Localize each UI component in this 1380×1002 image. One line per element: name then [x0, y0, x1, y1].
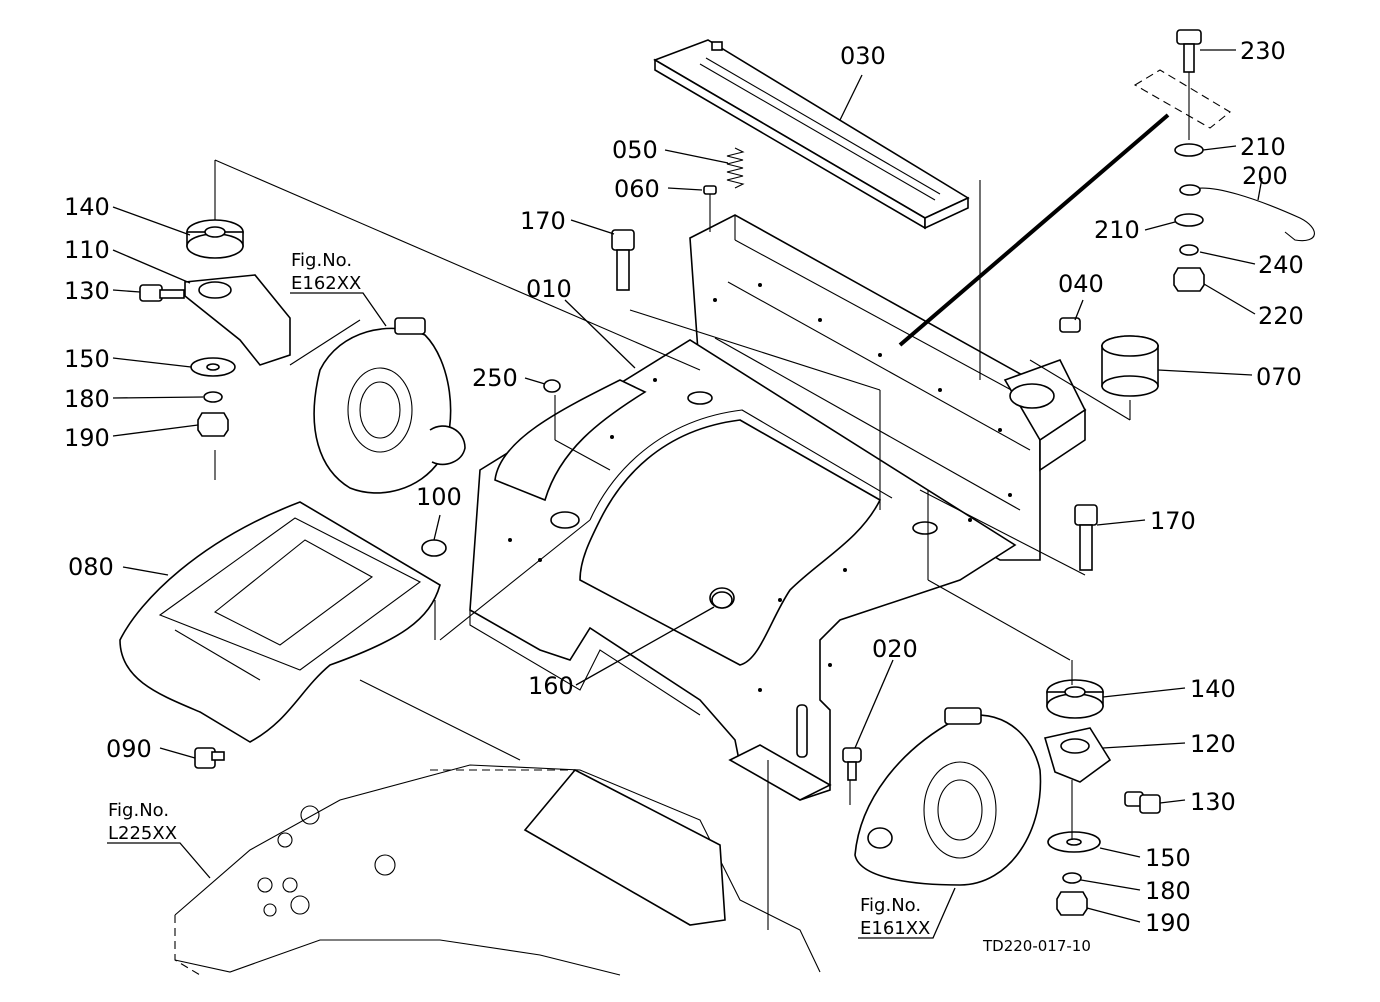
housing-e161 [854, 707, 1042, 886]
housing-e162 [313, 317, 466, 494]
fig-ref-e162-line2: E162XX [291, 273, 361, 294]
callout-140: 140 [64, 193, 110, 221]
part-030-top-plate [653, 39, 970, 230]
part-010-main-frame [469, 214, 1087, 801]
right-mount-stack [1043, 679, 1161, 916]
callout-050: 050 [612, 136, 658, 164]
figure-references: Fig.No. E162XX Fig.No. L225XX Fig.No. E1… [108, 250, 930, 939]
hardware-top-right [898, 29, 1315, 347]
callout-060: 060 [614, 175, 660, 203]
leader-lines [107, 49, 1263, 939]
callout-180: 180 [64, 385, 110, 413]
callout-110: 110 [64, 236, 110, 264]
callout-210: 210 [1094, 216, 1140, 244]
callout-100: 100 [416, 483, 462, 511]
callout-070: 070 [1256, 363, 1302, 391]
fig-ref-l225-line2: L225XX [108, 823, 177, 844]
fig-ref-e161-line2: E161XX [860, 918, 930, 939]
callout-170: 170 [1150, 507, 1196, 535]
fig-ref-e162-line1: Fig.No. [291, 250, 352, 271]
callout-170: 170 [520, 207, 566, 235]
callout-190: 190 [64, 424, 110, 452]
drawing-code: TD220-017-10 [982, 937, 1091, 955]
callout-090: 090 [106, 735, 152, 763]
callout-220: 220 [1258, 302, 1304, 330]
callout-250: 250 [472, 364, 518, 392]
callout-150: 150 [64, 345, 110, 373]
callout-labels: 030 230 210 200 210 240 220 050 060 170 … [64, 37, 1304, 937]
callout-230: 230 [1240, 37, 1286, 65]
assembly-lines [214, 159, 1131, 930]
fig-ref-e161-line1: Fig.No. [860, 895, 921, 916]
callout-020: 020 [872, 635, 918, 663]
callout-180: 180 [1145, 877, 1191, 905]
callout-130: 130 [64, 277, 110, 305]
bottom-frame-l225 [174, 764, 821, 976]
callout-080: 080 [68, 553, 114, 581]
callout-010: 010 [526, 275, 572, 303]
callout-140: 140 [1190, 675, 1236, 703]
hardware-misc [194, 147, 1159, 781]
callout-240: 240 [1258, 251, 1304, 279]
part-080-floor-mat [119, 501, 441, 743]
callout-200: 200 [1242, 162, 1288, 190]
callout-130: 130 [1190, 788, 1236, 816]
callout-120: 120 [1190, 730, 1236, 758]
callout-030: 030 [840, 42, 886, 70]
callout-190: 190 [1145, 909, 1191, 937]
left-mount-stack [139, 160, 291, 437]
callout-150: 150 [1145, 844, 1191, 872]
callout-160: 160 [528, 672, 574, 700]
callout-210: 210 [1240, 133, 1286, 161]
fig-ref-l225-line1: Fig.No. [108, 800, 169, 821]
callout-040: 040 [1058, 270, 1104, 298]
